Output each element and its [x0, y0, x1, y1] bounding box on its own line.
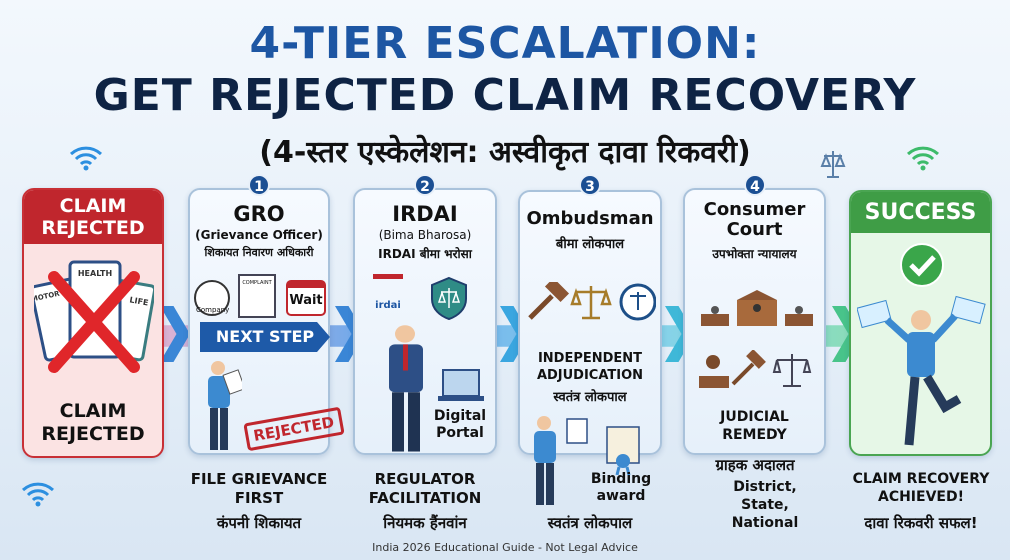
tier-caption-hindi: कंपनी शिकायत	[216, 514, 302, 532]
step-number-2: 2	[414, 174, 436, 196]
tier-card-gro: GRO (Grievance Officer) शिकायत निवारण अध…	[188, 188, 345, 455]
policy-label-life: LIFE	[129, 295, 149, 307]
tier-caption-hindi: ग्राहक अदालत	[715, 456, 795, 474]
success-card: SUCCESS	[849, 190, 992, 456]
title-line-1: 4-TIER ESCALATION:	[249, 18, 761, 69]
rejected-stamp: REJECTED	[243, 406, 345, 452]
laptop-icon	[438, 369, 484, 401]
tier-subtitle: (Grievance Officer)	[195, 228, 323, 242]
tier-inner-hindi: स्वतंत्र लोकपाल	[553, 390, 627, 405]
tier-hindi: बीमा लोकपाल	[555, 237, 625, 252]
success-header: SUCCESS	[851, 192, 990, 233]
policy-label-health: HEALTH	[78, 269, 112, 278]
tier-caption: REGULATOR FACILITATION	[368, 470, 482, 507]
tier-caption: FILE GRIEVANCE FIRST	[190, 470, 328, 507]
claim-rejected-card: CLAIM REJECTED HEALTH MOTOR LIFE CLAIM R…	[22, 188, 164, 458]
businessman-icon	[389, 325, 423, 452]
complaint-clipboard-icon: COMPLAINT	[238, 274, 276, 318]
tier-hindi: शिकायत निवारण अधिकारी	[204, 246, 314, 259]
claim-rejected-header: CLAIM REJECTED	[24, 190, 162, 244]
binding-award-label: Binding award	[590, 471, 652, 504]
document-icon	[566, 418, 588, 444]
judge-gavel-scales-icon	[699, 350, 812, 388]
tier-card-ombudsman: Ombudsman बीमा लोकपाल INDEPENDENT ADJUDI…	[518, 190, 662, 455]
footer-disclaimer: India 2026 Educational Guide - Not Legal…	[372, 541, 638, 554]
shield-scales-icon	[431, 276, 467, 320]
tier-title: Consumer Court	[703, 199, 806, 240]
step-number-3: 3	[579, 174, 601, 196]
wifi-icon	[906, 146, 940, 171]
tier-subtitle: (Bima Bharosa)	[378, 228, 472, 242]
celebrating-person-icon	[857, 295, 986, 446]
success-caption: CLAIM RECOVERY ACHIEVED!	[852, 471, 990, 505]
person-reading-icon	[208, 361, 242, 450]
tier-hindi: IRDAI बीमा भरोसा	[378, 247, 472, 261]
digital-portal-label: Digital Portal	[433, 408, 487, 441]
gavel-scales-seal-icon	[528, 282, 656, 321]
checkmark-icon	[900, 243, 944, 287]
scales-icon	[820, 151, 846, 178]
tier-hindi: उपभोक्ता न्यायालय	[712, 247, 797, 261]
tier-caption-hindi: नियमक हैंनवांन	[383, 514, 467, 532]
courtroom-icon	[701, 290, 813, 326]
claim-rejected-caption: CLAIM REJECTED	[41, 400, 145, 445]
step-number-1: 1	[248, 174, 270, 196]
wifi-icon	[69, 146, 103, 171]
title-hindi: (4-स्तर एस्केलेशन: अस्वीकृत दावा रिकवरी)	[259, 135, 751, 170]
wait-calendar-icon: Wait	[286, 280, 326, 316]
tier-card-consumer-court: Consumer Court उपभोक्ता न्यायालय JUDICIA…	[683, 188, 826, 455]
tier-title: Ombudsman	[526, 208, 654, 229]
rejected-policies-icon: HEALTH MOTOR LIFE	[34, 260, 154, 373]
tier-inner-text: INDEPENDENT ADJUDICATION	[536, 351, 644, 383]
step-number-4: 4	[744, 174, 766, 196]
court-levels: District, State, National	[731, 479, 799, 531]
award-certificate-icon	[606, 426, 640, 475]
person-with-document-icon	[534, 416, 556, 505]
next-step-label: NEXT STEP	[200, 322, 330, 352]
tier-caption-hindi: स्वतंत्र लोकपाल	[547, 514, 633, 532]
company-icon: Company	[194, 280, 230, 316]
tier-title: GRO	[233, 202, 285, 226]
irdai-logo: irdai	[373, 274, 403, 312]
success-caption-hindi: दावा रिकवरी सफल!	[864, 514, 978, 532]
tier-card-irdai: IRDAI (Bima Bharosa) IRDAI बीमा भरोसा ir…	[353, 188, 497, 455]
wifi-icon	[21, 482, 55, 507]
tier-inner-text: JUDICIAL REMEDY	[720, 409, 789, 443]
title-line-2: GET REJECTED CLAIM RECOVERY	[93, 70, 917, 121]
tier-title: IRDAI	[392, 202, 458, 226]
